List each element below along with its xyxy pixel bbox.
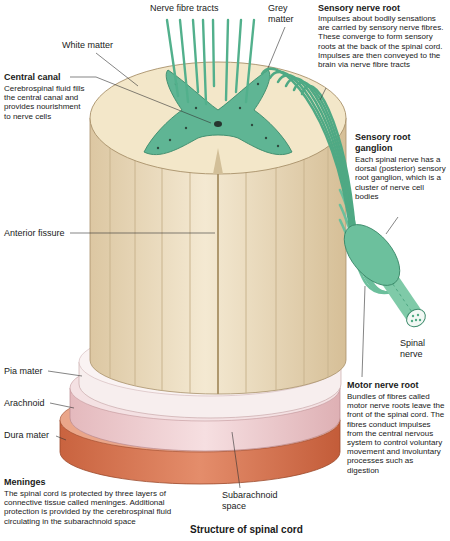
tract-fibre [203, 20, 206, 104]
sensory-nerve-root [262, 69, 355, 231]
cell-dot [239, 107, 241, 109]
leader-line [70, 77, 211, 123]
nerve-cell-dots [157, 83, 279, 149]
spinal-nerve-cut-end [403, 306, 429, 331]
callout-body: Each spinal nerve has a dorsal (posterio… [355, 155, 447, 201]
fissure-label: Anterior fissure [4, 228, 84, 239]
cell-dot [185, 127, 187, 129]
leader-lines [48, 27, 398, 488]
callout-body: Impulses about bodily sensations are car… [318, 14, 446, 69]
column-line [328, 120, 329, 400]
callout-body: Bundles of fibres called motor nerve roo… [347, 392, 447, 475]
anterior-fissure [213, 148, 223, 174]
spinal-nerve-label: Spinal nerve [400, 338, 446, 360]
leader-line [50, 403, 74, 408]
fibre-dot [415, 319, 417, 321]
central-canal [214, 121, 222, 127]
figure-caption: Structure of spinal cord [190, 524, 350, 536]
cell-dot [277, 145, 279, 147]
tract-fibre [193, 20, 198, 92]
meninx-label: Dura mater [4, 430, 58, 441]
nerve-fibre-tracts [167, 20, 254, 104]
cell-dot [157, 147, 159, 149]
callout-heading: Meninges [4, 477, 104, 488]
sensory-fibre [294, 82, 354, 230]
fibre-dot [419, 319, 421, 321]
callout-heading: Central canal [4, 72, 88, 83]
tract-fibre [180, 20, 188, 102]
meninx-label: Pia mater [4, 366, 52, 377]
grey-matter-label: Grey matter [268, 3, 310, 25]
grey-matter [144, 70, 292, 155]
cell-dot [195, 107, 197, 109]
leader-line [232, 432, 240, 488]
tract-fibre [236, 20, 241, 92]
column-line [304, 120, 305, 400]
meninx-label: Arachnoid [4, 398, 52, 409]
leader-line [386, 217, 398, 234]
sensory-fibre [302, 86, 355, 231]
callout-heading: Motor nerve root [347, 380, 447, 391]
tract-fibre [213, 20, 214, 86]
white-matter-label: White matter [62, 40, 128, 51]
tract-fibre [167, 20, 178, 96]
fibre-dot [412, 315, 414, 317]
cut-end-dots [411, 314, 421, 322]
leader-line [48, 371, 82, 376]
space-label: Subarachnoid space [222, 490, 286, 512]
callout-heading: Sensory root ganglion [355, 132, 447, 154]
leader-line [268, 27, 285, 68]
tract-fibre [246, 20, 254, 102]
fibre-dot [417, 314, 419, 316]
cell-dot [265, 137, 267, 139]
anterior-fissure-groove [217, 170, 219, 400]
leader-line [56, 436, 66, 440]
column-line [135, 120, 136, 400]
cell-dot [169, 139, 171, 141]
callout-heading: Sensory nerve root [318, 3, 446, 14]
leader-line [96, 53, 138, 86]
leader-line [362, 286, 365, 377]
cell-dot [251, 124, 253, 126]
cell-dot [257, 83, 259, 85]
leader-line [320, 88, 326, 100]
leader-line [70, 233, 215, 234]
fibre-dot [411, 320, 413, 322]
tract-label: Nerve fibre tracts [150, 3, 242, 14]
sensory-root-ganglion [334, 215, 411, 296]
tract-fibre [226, 20, 228, 100]
callout-body: The spinal cord is protected by three la… [4, 489, 182, 526]
column-line [110, 120, 111, 400]
callout-body: Cerebrospinal fluid fills the central ca… [4, 84, 88, 121]
